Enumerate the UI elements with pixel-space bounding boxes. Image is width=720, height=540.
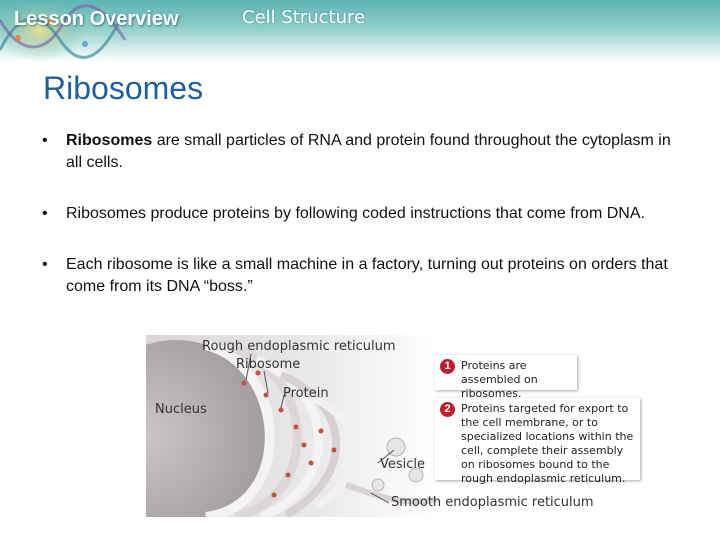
slide-title: Ribosomes — [43, 70, 204, 106]
label-ribosome: Ribosome — [236, 357, 301, 372]
label-nucleus: Nucleus — [155, 402, 207, 417]
callout-2: 2 Proteins targeted for export to the ce… — [435, 398, 640, 485]
bullet-text: Ribosomes produce proteins by following … — [66, 205, 645, 222]
cell-illustration-icon — [146, 335, 437, 517]
bullet-dot: • — [42, 205, 48, 222]
callout-text: Proteins are assembled on ribosomes. — [461, 359, 538, 400]
bullet-item: • Ribosomes are small particles of RNA a… — [40, 130, 680, 174]
label-rough-er: Rough endoplasmic reticulum — [202, 339, 396, 354]
label-smooth-er: Smooth endoplasmic reticulum — [391, 495, 594, 510]
label-vesicle: Vesicle — [380, 457, 426, 472]
dna-helix-art-icon — [0, 0, 127, 62]
ribosome-diagram: Rough endoplasmic reticulum Ribosome Pro… — [146, 335, 646, 517]
bullet-list: • Ribosomes are small particles of RNA a… — [40, 130, 680, 327]
bullet-bold-term: Ribosomes — [66, 132, 153, 149]
bullet-text: are small particles of RNA and protein f… — [66, 132, 671, 171]
callout-text: Proteins targeted for export to the cell… — [461, 402, 634, 485]
slide-header: Lesson Overview Cell Structure — [0, 0, 720, 62]
bullet-text: Each ribosome is like a small machine in… — [66, 256, 668, 295]
callout-number-badge: 2 — [440, 402, 455, 417]
label-protein: Protein — [283, 386, 329, 401]
bullet-item: • Each ribosome is like a small machine … — [40, 254, 680, 298]
section-title: Cell Structure — [242, 7, 366, 28]
lesson-overview-label: Lesson Overview — [14, 8, 179, 30]
bullet-item: • Ribosomes produce proteins by followin… — [40, 203, 680, 225]
bullet-dot: • — [42, 132, 48, 149]
callout-1: 1 Proteins are assembled on ribosomes. — [435, 355, 577, 400]
bullet-dot: • — [42, 256, 48, 273]
callout-number-badge: 1 — [440, 359, 455, 374]
